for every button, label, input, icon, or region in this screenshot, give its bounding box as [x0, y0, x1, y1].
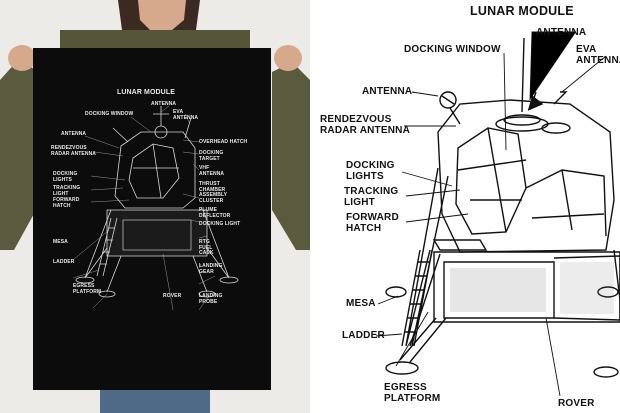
- poster-label-docking-light-right: DOCKING LIGHT: [199, 221, 241, 227]
- diagram-label-docking-window: DOCKING WINDOW: [404, 44, 501, 55]
- diagram-closeup: LUNAR MODULE DOCKING WINDOW ANTENNA EVA …: [310, 0, 620, 413]
- poster-label-vhf-antenna: VHF ANTENNA: [199, 165, 225, 177]
- poster-label-ladder: LADDER: [53, 259, 75, 265]
- poster-label-thrust-chamber: THRUST CHAMBER ASSEMBLY CLUSTER: [199, 181, 228, 204]
- poster-label-egress-platform: EGRESS PLATFORM: [73, 283, 102, 295]
- diagram-label-ladder: LADDER: [342, 330, 385, 341]
- poster-label-tracking-light: TRACKING LIGHT: [53, 185, 81, 197]
- poster-label-mesa: MESA: [53, 239, 68, 245]
- diagram-label-antenna-top: ANTENNA: [536, 27, 587, 38]
- diagram-lunar-module-drawing: [375, 31, 620, 397]
- poster-label-forward-hatch: FORWARD HATCH: [53, 197, 80, 209]
- poster-label-landing-probe: LANDING PROBE: [199, 293, 223, 305]
- poster-label-rendezvous-radar: RENDEZVOUS RADAR ANTENNA: [51, 145, 97, 157]
- poster-title: LUNAR MODULE: [117, 89, 175, 96]
- diagram-label-egress-platform: EGRESS PLATFORM: [384, 382, 441, 404]
- poster-label-docking-target: DOCKING TARGET: [199, 150, 224, 162]
- poster-label-eva-antenna: EVA ANTENNA: [173, 109, 199, 121]
- diagram-label-mesa: MESA: [346, 298, 376, 309]
- poster-label-rover: ROVER: [163, 293, 182, 299]
- poster-label-antenna-left: ANTENNA: [61, 131, 87, 137]
- poster-label-antenna-top: ANTENNA: [151, 101, 177, 107]
- diagram-label-docking-lights: DOCKING LIGHTS: [346, 160, 395, 182]
- poster-label-overhead-hatch: OVERHEAD HATCH: [199, 139, 248, 145]
- poster-photo: LUNAR MODULE DOCKING WINDOW ANTENNA EVA …: [0, 0, 310, 413]
- diagram-label-eva-antenna: EVA ANTENNA: [576, 44, 620, 66]
- diagram-label-rover: ROVER: [558, 398, 595, 409]
- poster-label-plume-deflector: PLUME DEFLECTOR: [199, 207, 231, 219]
- poster-lunar-module-drawing: [72, 105, 239, 311]
- poster-label-docking-lights: DOCKING LIGHTS: [53, 171, 78, 183]
- lunar-module-poster: LUNAR MODULE DOCKING WINDOW ANTENNA EVA …: [33, 48, 271, 390]
- diagram-label-tracking-light: TRACKING LIGHT: [344, 186, 399, 208]
- diagram-label-rendezvous-radar: RENDEZVOUS RADAR ANTENNA: [320, 114, 411, 136]
- diagram-label-forward-hatch: FORWARD HATCH: [346, 212, 399, 234]
- diagram-title: LUNAR MODULE: [470, 4, 574, 18]
- person-illustration: [0, 0, 310, 413]
- poster-label-rtg-fuel-cask: RTG FUEL CASK: [199, 239, 214, 256]
- diagram-label-antenna-left: ANTENNA: [362, 86, 413, 97]
- poster-label-docking-window: DOCKING WINDOW: [85, 111, 134, 117]
- poster-label-landing-gear: LANDING GEAR: [199, 263, 223, 275]
